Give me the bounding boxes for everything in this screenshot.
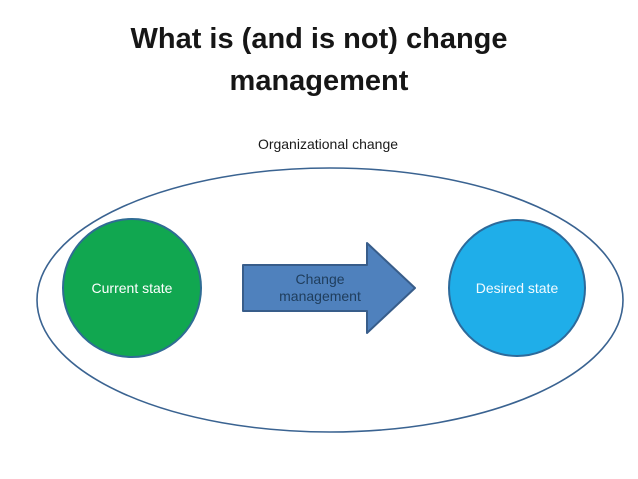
organizational-change-ellipse [36, 167, 624, 433]
change-management-arrow-label: Change management [279, 271, 361, 304]
slide-title: What is (and is not) change management [130, 23, 508, 97]
current-state-circle [62, 218, 202, 358]
current-state-label: Current state [91, 280, 173, 296]
change-management-arrow [242, 242, 416, 334]
desired-state-circle [448, 219, 586, 357]
organizational-change-label: Organizational change [257, 136, 399, 152]
desired-state-label: Desired state [475, 280, 559, 296]
